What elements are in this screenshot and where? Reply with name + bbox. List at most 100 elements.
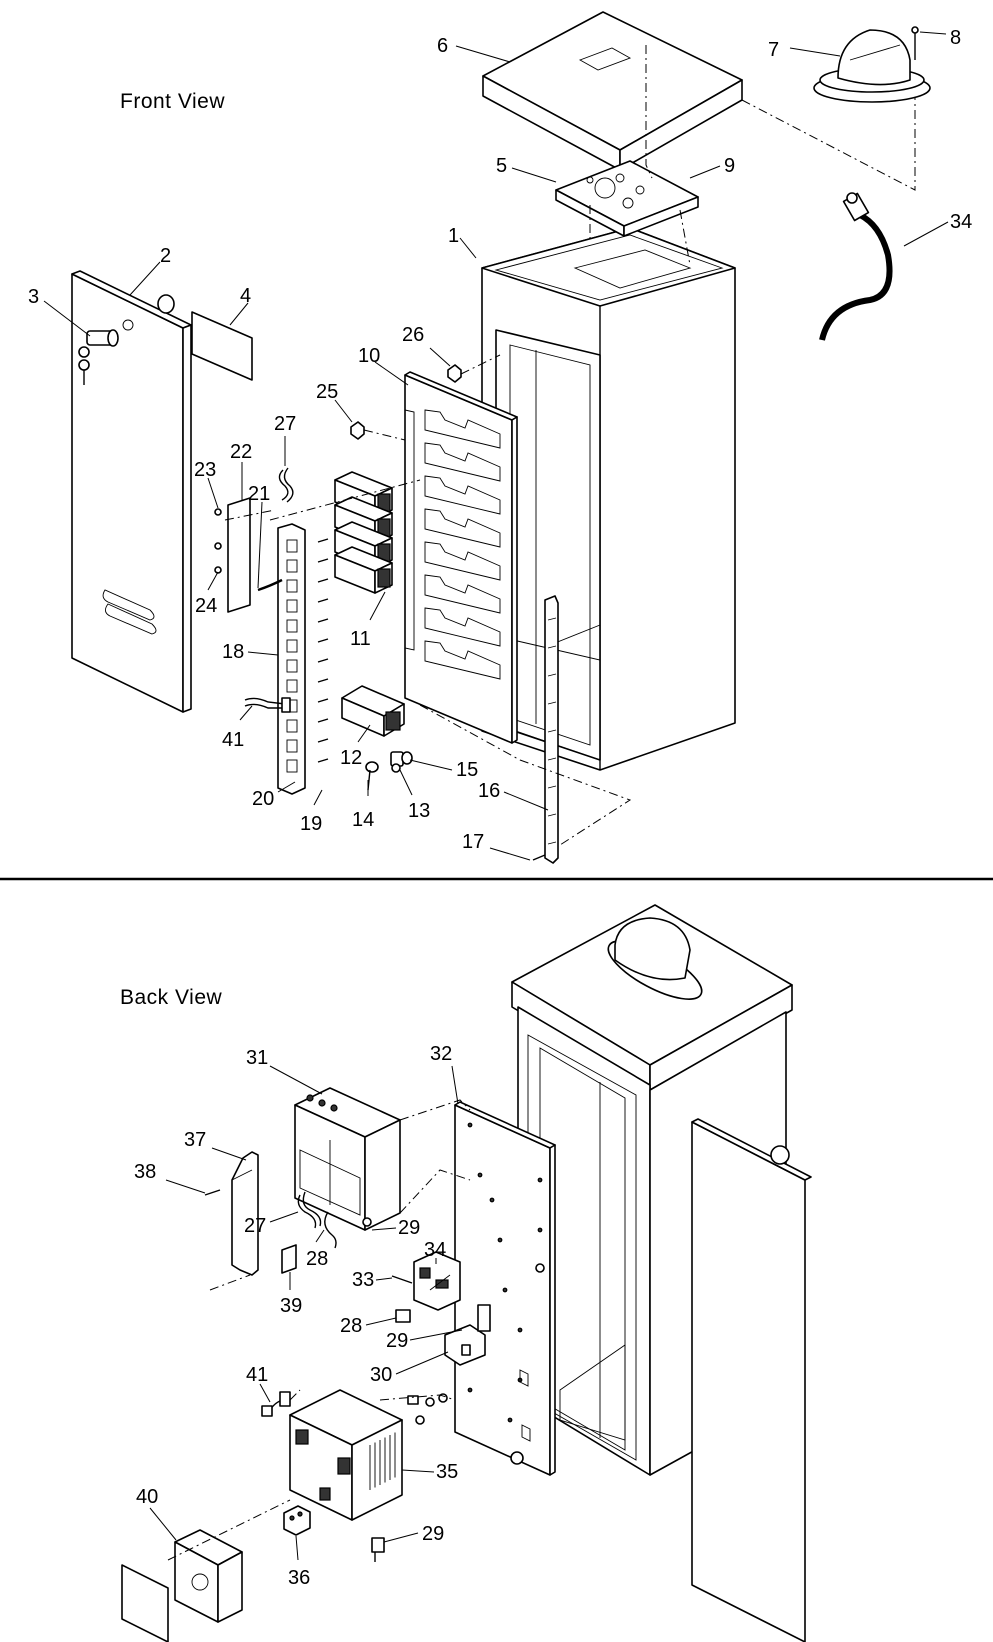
panel-slot <box>424 475 501 515</box>
box-cover <box>121 1564 169 1642</box>
callout-36: 36 <box>288 1567 310 1589</box>
wire-21 <box>257 578 283 592</box>
back-view-title: Back View <box>120 986 222 1009</box>
callout-22: 22 <box>230 441 252 463</box>
callout-29-mid: 29 <box>386 1330 408 1352</box>
panel-slot <box>424 574 501 614</box>
panel-nut <box>510 1451 524 1465</box>
callout-37: 37 <box>184 1129 206 1151</box>
rail-hole <box>547 757 557 761</box>
part-13 <box>390 751 404 773</box>
callout-39: 39 <box>280 1295 302 1317</box>
part-14 <box>365 761 379 791</box>
rail-slot <box>286 619 298 633</box>
panel-hole <box>507 1417 513 1423</box>
callout-41-back: 41 <box>246 1364 268 1386</box>
callout-18: 18 <box>222 641 244 663</box>
callout-2: 2 <box>160 245 171 267</box>
rail-slot <box>286 739 298 753</box>
callout-25: 25 <box>316 381 338 403</box>
callout-34-back: 34 <box>424 1239 446 1261</box>
rail-slot <box>286 639 298 653</box>
panel-slot <box>424 409 501 449</box>
lock-nut <box>157 294 175 314</box>
callout-33: 33 <box>352 1269 374 1291</box>
callout-5: 5 <box>496 155 507 177</box>
cabinet-body-front <box>481 227 736 771</box>
rail-hole <box>547 841 557 845</box>
panel-hole <box>467 1387 473 1393</box>
panel-hole <box>477 1172 483 1178</box>
rail-hole <box>547 729 557 733</box>
label-plate <box>191 311 253 381</box>
relay-30 <box>444 1304 491 1366</box>
panel-hole <box>497 1237 503 1243</box>
callout-9: 9 <box>724 155 735 177</box>
panel-slot <box>424 640 501 680</box>
rail-slot <box>286 759 298 773</box>
callout-7: 7 <box>768 39 779 61</box>
module-terminal <box>377 568 391 588</box>
screw-17 <box>532 854 546 861</box>
panel-hole <box>489 1197 495 1203</box>
screw <box>317 598 329 603</box>
callout-32: 32 <box>430 1043 452 1065</box>
callout-28-lower: 28 <box>340 1315 362 1337</box>
callout-35: 35 <box>436 1461 458 1483</box>
bracket-37 <box>231 1151 259 1276</box>
callout-21: 21 <box>248 483 270 505</box>
cabinet-door-back <box>691 1118 812 1642</box>
callout-41: 41 <box>222 729 244 751</box>
connector-36 <box>283 1505 311 1536</box>
rail-slot <box>286 679 298 693</box>
screw <box>317 678 329 683</box>
callout-29-upper: 29 <box>398 1217 420 1239</box>
rail-slot <box>286 579 298 593</box>
screw <box>317 638 329 643</box>
panel-slot <box>424 541 501 581</box>
rail-slot <box>286 659 298 673</box>
callouts-front: 1 2 3 4 5 6 7 8 9 34 26 10 25 27 22 23 2 <box>28 27 972 861</box>
panel-slot <box>424 508 501 548</box>
wire-harness-27 <box>278 467 294 503</box>
rail-slot <box>286 559 298 573</box>
callout-4: 4 <box>240 285 251 307</box>
callout-31: 31 <box>246 1047 268 1069</box>
callout-30: 30 <box>370 1364 392 1386</box>
callout-34: 34 <box>950 211 972 233</box>
terminal-rail-18 <box>277 523 306 795</box>
callout-27: 27 <box>274 413 296 435</box>
callout-27-back: 27 <box>244 1215 266 1237</box>
door-nut-back <box>770 1145 790 1165</box>
rail-slot <box>286 719 298 733</box>
callout-40: 40 <box>136 1486 158 1508</box>
callout-17: 17 <box>462 831 484 853</box>
main-panel <box>404 371 518 744</box>
vent-cap <box>813 29 931 103</box>
panel-hole <box>517 1327 523 1333</box>
connector-28-mid <box>395 1309 411 1323</box>
screw <box>317 558 329 563</box>
mounting-plate <box>555 160 699 237</box>
module-12 <box>341 685 405 737</box>
rail-hole <box>547 645 557 649</box>
callout-28-upper: 28 <box>306 1248 328 1270</box>
screws-19 <box>317 538 329 763</box>
callout-12: 12 <box>340 747 362 769</box>
nut-26 <box>447 364 462 383</box>
panel-slot <box>424 442 501 482</box>
panel-hole <box>467 1122 473 1128</box>
callout-26: 26 <box>402 324 424 346</box>
cabinet-lid <box>482 11 743 171</box>
callouts-back: 31 32 37 38 27 29 28 34 33 39 28 29 30 4… <box>134 1043 463 1589</box>
panel-hole <box>537 1227 543 1233</box>
rail-slot <box>286 539 298 553</box>
module-stack <box>334 471 393 594</box>
callout-8: 8 <box>950 27 961 49</box>
panel-hole <box>537 1177 543 1183</box>
screw <box>317 758 329 763</box>
screw-23 <box>214 508 222 516</box>
cabinet-door-front <box>71 270 192 713</box>
front-view-title: Front View <box>120 90 225 113</box>
